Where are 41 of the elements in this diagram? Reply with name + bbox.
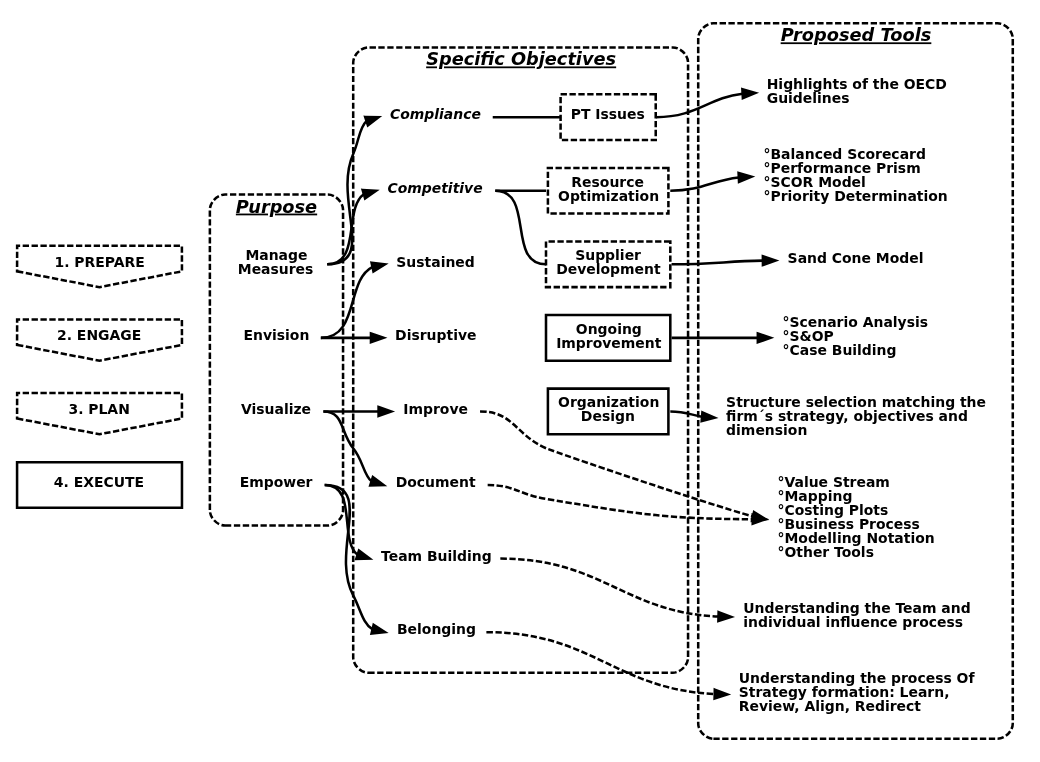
node-text: °Value Stream °Mapping °Costing Plots °Business Process °Modelling Notation °Other Tools <box>777 474 935 561</box>
arrow <box>500 557 736 623</box>
arrow <box>671 331 775 345</box>
node-text: Highlights of the OECD Guidelines <box>766 76 947 106</box>
node-text: Structure selection matching the firm´s strategy, objectives and dimension <box>726 393 987 438</box>
node-box: Organization Design <box>546 387 670 436</box>
node-box: Supplier Development <box>544 240 672 289</box>
node-box: PT Issues <box>559 93 657 142</box>
node-box: Resource Optimization <box>546 166 670 215</box>
arrow <box>324 483 374 561</box>
node-text: Team Building <box>381 547 492 564</box>
arrow <box>670 410 719 423</box>
node-text: Envision <box>243 327 310 344</box>
node-text: Visualize <box>240 400 312 417</box>
node-text: Sand Cone Model <box>787 249 924 266</box>
connector <box>495 189 547 266</box>
node-text: Manage Measures <box>237 247 314 278</box>
arrow <box>656 87 760 119</box>
node-text: Disruptive <box>395 327 477 344</box>
node-box: 4. EXECUTE <box>15 460 184 510</box>
node-text: Document <box>395 474 476 491</box>
connector <box>495 189 546 192</box>
node-text: Competitive <box>387 180 483 197</box>
node-text: Empower <box>239 474 313 491</box>
node-text: Sustained <box>396 253 475 270</box>
arrow <box>670 171 756 192</box>
arrow <box>327 115 383 266</box>
node-text: °Balanced Scorecard °Performance Prism °SCOR Model °Priority Determination <box>763 145 948 204</box>
arrow <box>486 630 732 701</box>
node-box: Ongoing Improvement <box>544 313 672 362</box>
node-text: Compliance <box>389 106 481 123</box>
connector <box>492 115 560 119</box>
arrow <box>323 410 388 487</box>
node-text: Belonging <box>396 621 476 638</box>
node-text: Understanding the process Of Strategy formation: Learn, Review, Align, Redirect <box>738 670 975 715</box>
arrow <box>320 261 389 340</box>
node-text: Improve <box>403 400 468 417</box>
node-text: Understanding the Team and individual influence process <box>743 599 971 630</box>
node-text: °Scenario Analysis °S&OP °Case Building <box>782 313 929 358</box>
arrow <box>671 254 780 267</box>
arrow <box>324 483 389 635</box>
